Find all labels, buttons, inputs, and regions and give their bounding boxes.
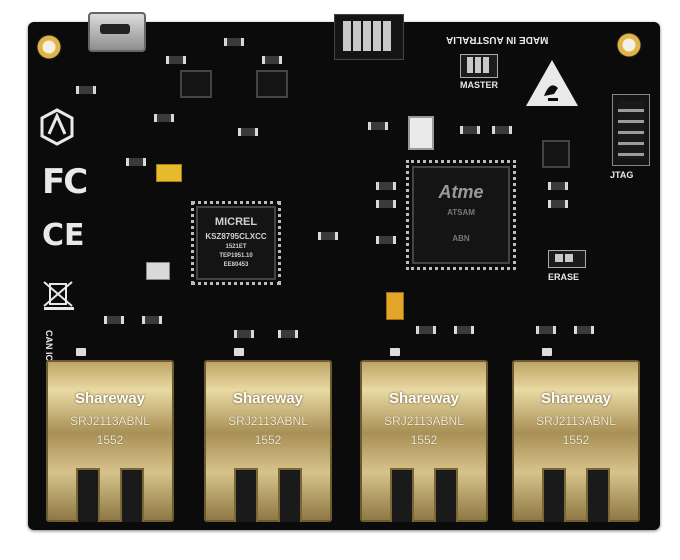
jack-led (542, 348, 552, 356)
crystal (408, 116, 434, 150)
weee-bin-icon (43, 281, 74, 310)
erase-jumper (548, 250, 586, 268)
smd-component (318, 232, 338, 240)
smd-component (224, 38, 244, 46)
status-led (104, 316, 124, 324)
made-in-label: MADE IN AUSTRALIA (446, 34, 549, 45)
jack-led (234, 348, 244, 356)
switch-line1: 1521ET (225, 244, 247, 250)
smd-component (492, 126, 512, 134)
jack-port-slot (390, 468, 414, 522)
smd-component (548, 200, 568, 208)
jack-date-code: 1552 (410, 433, 438, 447)
ethernet-jack-4: Shareway SRJ2113ABNL 1552 (512, 348, 640, 522)
rcm-compliance-icon (40, 108, 74, 146)
ic-small-2 (256, 70, 288, 98)
jack-port-slot (434, 468, 458, 522)
mcu-brand: Atme (438, 182, 484, 202)
jack-housing (46, 360, 174, 522)
ethernet-jack-2: Shareway SRJ2113ABNL 1552 (204, 348, 332, 522)
switch-brand: MICREL (214, 216, 258, 228)
jack-led (76, 348, 86, 356)
smd-component (126, 158, 146, 166)
jack-port-slot (278, 468, 302, 522)
jack-port-slot (120, 468, 144, 522)
master-label: MASTER (460, 80, 498, 90)
mcu-part: ATSAM (447, 208, 475, 217)
status-led (142, 316, 162, 324)
jack-housing (204, 360, 332, 522)
switch-line2: TEP1951.10 (219, 253, 253, 259)
jack-port-slot (542, 468, 566, 522)
jack-port-slot (586, 468, 610, 522)
smd-component (376, 200, 396, 208)
smd-component (76, 86, 96, 94)
smd-component (460, 126, 480, 134)
amber-capacitor (386, 292, 404, 320)
jack-part-number: SRJ2113ABNL (70, 414, 150, 428)
fcc-mark: FC (42, 162, 88, 202)
status-led (536, 326, 556, 334)
microcontroller-ic: Atme ATSAM ABN (406, 160, 516, 270)
switch-line3: EE80453 (223, 262, 249, 268)
smd-component (368, 122, 388, 130)
pin-header-top (334, 14, 404, 60)
switch-part: KSZ8795CLXCC (205, 232, 267, 241)
smd-component (166, 56, 186, 64)
tantalum-capacitor (156, 164, 182, 182)
status-led (454, 326, 474, 334)
jack-date-code: 1552 (96, 433, 124, 447)
smd-component (376, 236, 396, 244)
smd-component (238, 128, 258, 136)
micro-usb-connector (88, 12, 146, 52)
ce-mark: CE (42, 218, 85, 253)
master-jumper (460, 54, 498, 78)
jack-housing (360, 360, 488, 522)
status-led (234, 330, 254, 338)
status-led (574, 326, 594, 334)
jack-brand: Shareway (388, 390, 460, 407)
smd-component (548, 182, 568, 190)
status-led (416, 326, 436, 334)
oscillator (146, 262, 170, 280)
ethernet-jack-1: Shareway SRJ2113ABNL 1552 (46, 348, 174, 522)
jack-port-slot (234, 468, 258, 522)
jack-part-number: SRJ2113ABNL (228, 414, 308, 428)
smd-component (154, 114, 174, 122)
ethernet-switch-ic: MICREL KSZ8795CLXCC 1521ET TEP1951.10 EE… (191, 201, 281, 285)
status-led (278, 330, 298, 338)
esd-warning-icon (526, 60, 578, 106)
mounting-hole-top-left (36, 34, 62, 60)
jack-brand: Shareway (540, 390, 612, 407)
ic-small-3 (542, 140, 570, 168)
jack-date-code: 1552 (562, 433, 590, 447)
jack-date-code: 1552 (254, 433, 282, 447)
smd-component (262, 56, 282, 64)
jtag-label: JTAG (610, 170, 634, 180)
jack-brand: Shareway (232, 390, 304, 407)
ic-small-1 (180, 70, 212, 98)
smd-component (376, 182, 396, 190)
jack-housing (512, 360, 640, 522)
jack-brand: Shareway (74, 390, 146, 407)
mounting-hole-top-right (616, 32, 642, 58)
jack-part-number: SRJ2113ABNL (536, 414, 616, 428)
ethernet-jack-3: Shareway SRJ2113ABNL 1552 (360, 348, 488, 522)
jack-led (390, 348, 400, 356)
mcu-marking: ABN (452, 234, 470, 243)
jtag-header (612, 94, 650, 166)
jack-part-number: SRJ2113ABNL (384, 414, 464, 428)
jack-port-slot (76, 468, 100, 522)
erase-label: ERASE (548, 272, 580, 282)
